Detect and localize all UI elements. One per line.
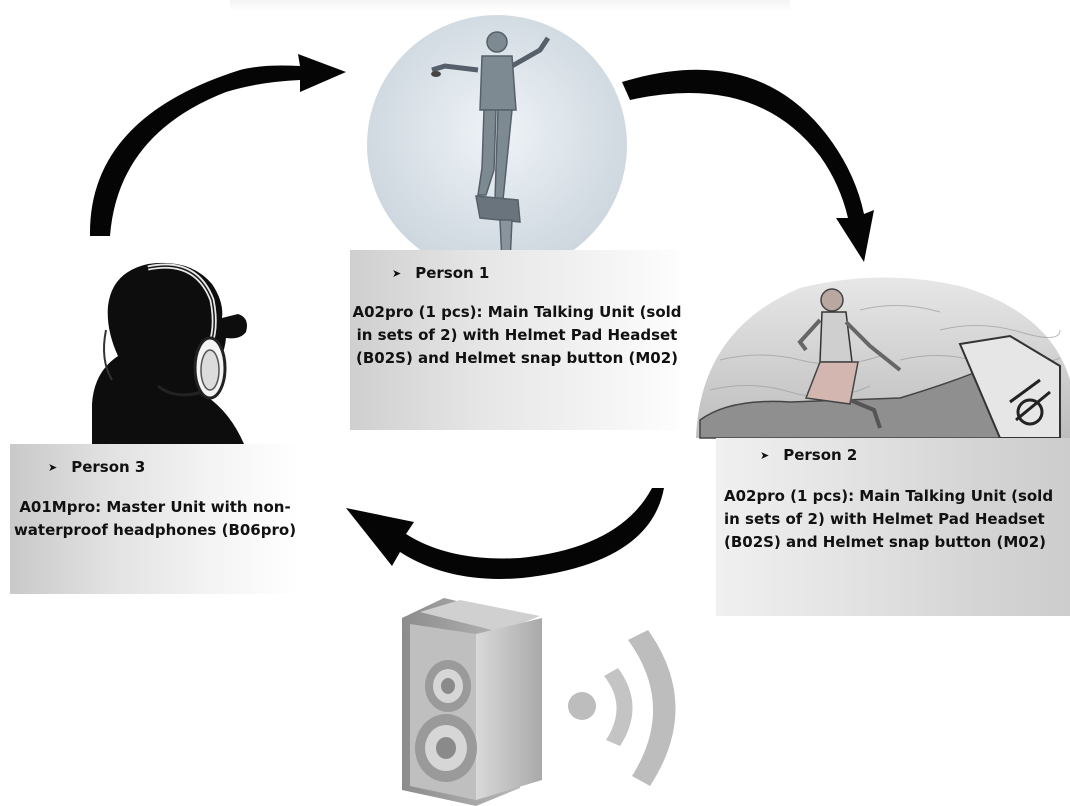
arrow-bullet-icon: ➤ xyxy=(760,449,769,462)
person-3-heading: ➤ Person 3 xyxy=(48,458,145,476)
arrow-bullet-icon: ➤ xyxy=(48,461,57,474)
person-2-description: A02pro (1 pcs): Main Talking Unit (sold … xyxy=(724,485,1064,554)
person-1-photo xyxy=(367,15,627,275)
person-2-heading: ➤ Person 2 xyxy=(760,446,857,464)
speaker-icon xyxy=(402,598,676,806)
person-2-label: Person 2 xyxy=(783,446,857,464)
person-2-photo xyxy=(696,277,1070,438)
arrow-bullet-icon: ➤ xyxy=(392,267,401,280)
person-3-label: Person 3 xyxy=(71,458,145,476)
person-3-description: A01Mpro: Master Unit with non-waterproof… xyxy=(12,496,298,542)
person-1-box: ➤ Person 1 A02pro (1 pcs): Main Talking … xyxy=(350,250,680,430)
person-1-heading: ➤ Person 1 xyxy=(392,264,489,282)
person-2-box: ➤ Person 2 A02pro (1 pcs): Main Talking … xyxy=(716,438,1070,616)
person-1-description: A02pro (1 pcs): Main Talking Unit (sold … xyxy=(352,301,682,370)
person-1-label: Person 1 xyxy=(415,264,489,282)
person-3-photo xyxy=(92,263,247,444)
person-3-box: ➤ Person 3 A01Mpro: Master Unit with non… xyxy=(10,444,300,594)
